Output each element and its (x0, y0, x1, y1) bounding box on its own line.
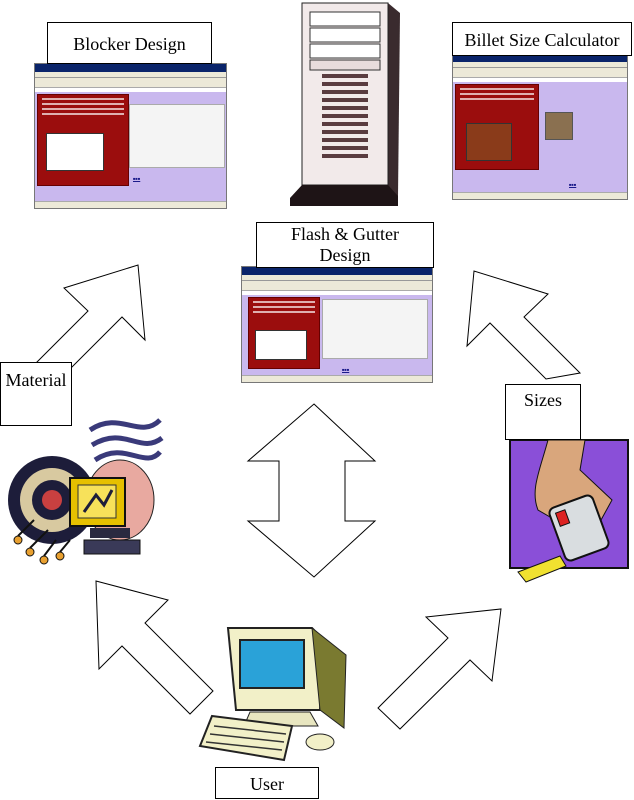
arrow-sizes-to-flash (466, 270, 582, 380)
blocker-design-screenshot: ■■■ (34, 63, 227, 209)
arrow-user-to-material (95, 580, 214, 715)
sizes-tape-measure-icon (509, 439, 629, 583)
material-label: Material (0, 362, 72, 426)
user-computer-icon (198, 626, 347, 762)
material-clipart-icon (8, 418, 164, 565)
sizes-label: Sizes (505, 384, 581, 440)
user-label: User (215, 767, 319, 799)
arrow-user-to-sizes (377, 608, 502, 730)
double-arrow-vertical (246, 403, 377, 578)
blocker-design-label: Blocker Design (47, 22, 212, 64)
arrow-material-to-flash (30, 264, 146, 374)
server-icon (290, 2, 400, 206)
billet-calculator-label: Billet Size Calculator (452, 22, 632, 56)
billet-calculator-screenshot: ■■■ (452, 53, 628, 200)
flash-gutter-screenshot: ■■■ (241, 266, 433, 383)
flash-gutter-label: Flash & Gutter Design (256, 222, 434, 268)
